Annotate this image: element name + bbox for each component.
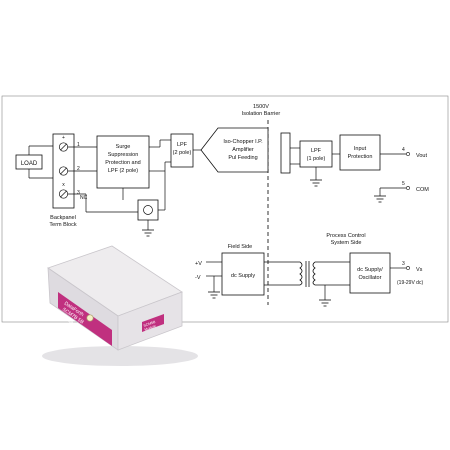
- terminal-screw-3: [58, 189, 69, 199]
- process-control-label-1: Process Control: [326, 233, 365, 239]
- lpf-left-label-1: LPF: [177, 142, 188, 148]
- lpf-left-label-2: (2 pole): [173, 150, 192, 156]
- isolation-coupler: [280, 132, 291, 174]
- amplifier-label-1: Iso-Chopper I.P.: [223, 139, 263, 145]
- terminal-number-2: 2: [77, 166, 80, 172]
- process-control-label-2: System Side: [331, 240, 362, 246]
- surge-label-2: Suppression: [108, 152, 139, 158]
- terminal-screw-1: [58, 142, 69, 152]
- amplifier-block: [200, 127, 269, 173]
- lpf-right-label-2: (1 pole): [307, 156, 326, 162]
- dc-supply-field-box: [221, 252, 265, 296]
- surge-protection-box: [96, 135, 150, 189]
- input-protection-label-1: Input: [354, 146, 367, 152]
- surge-label-1: Surge: [116, 144, 131, 150]
- module-label: [58, 292, 112, 346]
- lpf-2pole-box: [170, 133, 194, 168]
- input-protection-box: [339, 134, 381, 171]
- com-ground-icon: [374, 195, 386, 203]
- terminal-plus-sign: +: [62, 135, 65, 141]
- vs-range-label: (19-29V dc): [397, 280, 423, 286]
- plus-v-label: +V: [195, 261, 202, 267]
- vs-label: Vs: [416, 267, 423, 273]
- minus-v-label: -V: [195, 275, 201, 281]
- sensor-icon: [143, 205, 153, 215]
- dc-supply-field-label: dc Supply: [231, 273, 255, 279]
- terminal-block-caption-2: Term Block: [49, 222, 76, 228]
- lpf-1pole-box: [299, 140, 333, 168]
- lpf-ground-icon: [310, 179, 322, 187]
- input-protection-label-2: Protection: [348, 154, 373, 160]
- com-pin-number: 5: [402, 181, 405, 187]
- barrier-title-label: Isolation Barrier: [242, 111, 281, 117]
- amplifier-label-3: Pul Feeding: [228, 155, 257, 161]
- dc-supply-oscillator-box: [349, 252, 391, 294]
- barrier-voltage-label: 1500V: [253, 104, 269, 110]
- field-side-label: Field Side: [228, 244, 252, 250]
- terminal-screw-2: [58, 166, 69, 176]
- dc-supply-osc-label-1: dc Supply/: [357, 267, 383, 273]
- terminal-x-sign: x: [62, 182, 65, 188]
- surge-label-3: Protection and: [105, 160, 140, 166]
- dc-supply-osc-label-2: Oscillator: [359, 275, 382, 281]
- module-side-label-2: Module: [144, 324, 156, 332]
- nc-label: NC: [80, 195, 88, 201]
- load-label: LOAD: [21, 161, 38, 167]
- vs-pin-number: 3: [402, 261, 405, 267]
- module-side-label-1: SCM5B: [143, 320, 157, 328]
- transformer-icon: [299, 261, 316, 287]
- lpf-right-label-1: LPF: [311, 148, 322, 154]
- field-ground-icon: [208, 291, 220, 299]
- amplifier-label-2: Amplifier: [232, 147, 254, 153]
- com-pin: [406, 186, 410, 190]
- module-side-label: [142, 314, 164, 332]
- vout-pin: [406, 152, 410, 156]
- com-label: COM: [416, 187, 429, 193]
- terminal-number-1: 1: [77, 142, 80, 148]
- adjust-screw-icon: [86, 314, 94, 322]
- ground-icon: [142, 229, 154, 237]
- vs-pin: [406, 266, 410, 270]
- vout-pin-number: 4: [402, 147, 405, 153]
- terminal-number-3: 3: [77, 190, 80, 196]
- surge-label-4: LPF (2 pole): [108, 168, 138, 174]
- module-photo: DataForth SCM7B 5B Isolated SCM5B Module: [42, 245, 198, 366]
- vout-label: Vout: [416, 153, 427, 159]
- system-ground-icon: [319, 299, 331, 307]
- terminal-block-caption-1: Backpanel: [50, 215, 76, 221]
